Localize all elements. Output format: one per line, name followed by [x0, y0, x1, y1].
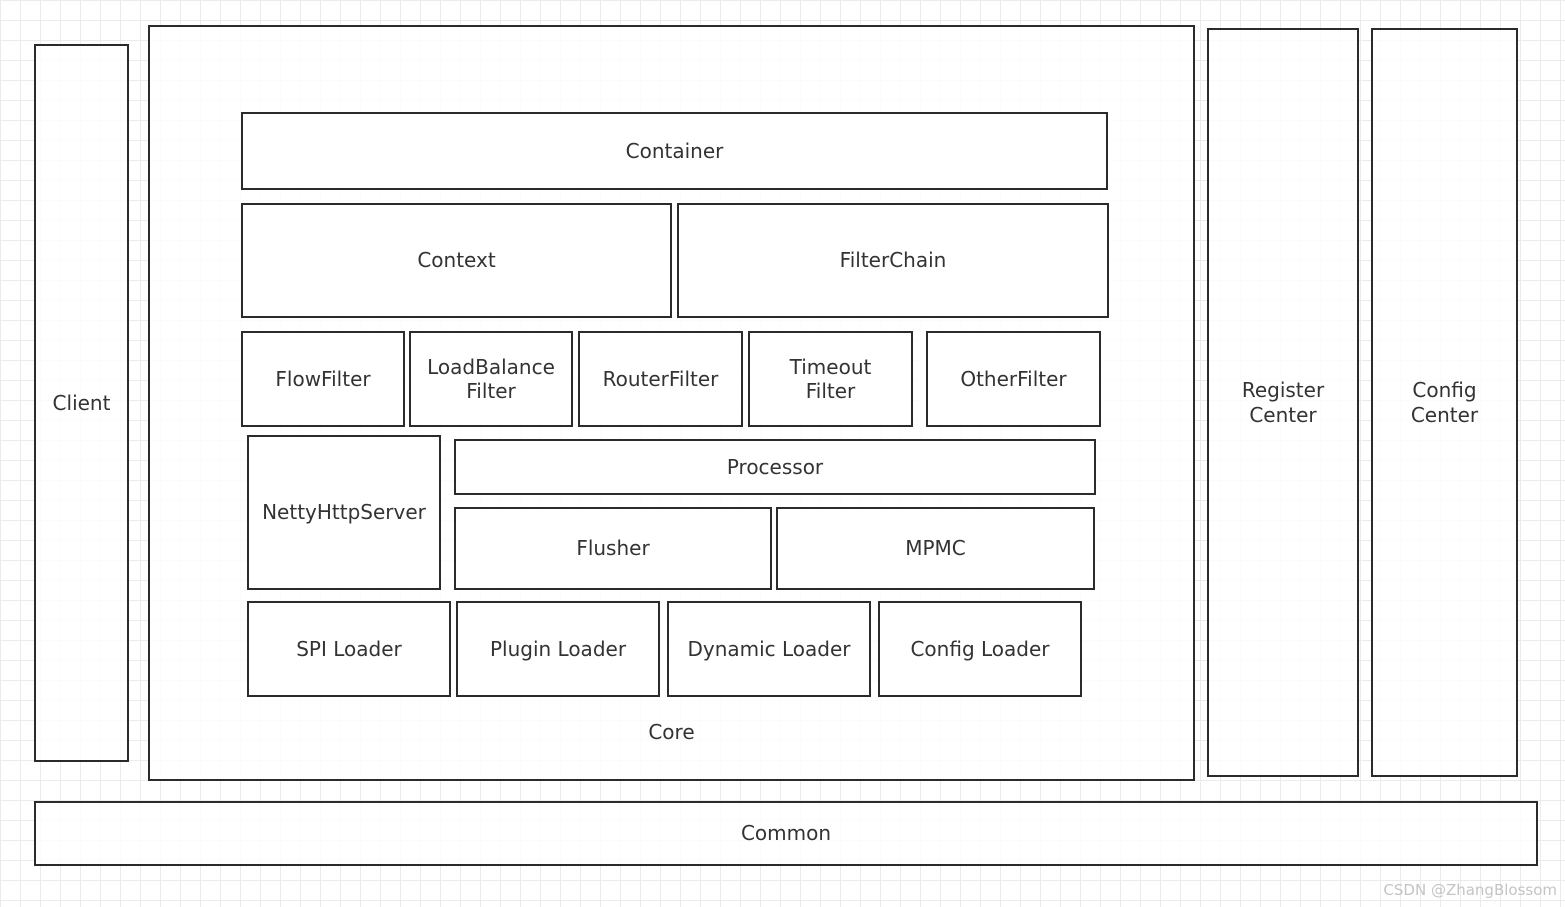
loadbalance-filter-block: LoadBalance Filter	[409, 331, 573, 427]
timeout-filter-label: Timeout Filter	[789, 354, 872, 403]
mpmc-block: MPMC	[776, 507, 1095, 590]
dynamic-loader-block: Dynamic Loader	[667, 601, 871, 697]
filterchain-label: FilterChain	[839, 248, 947, 273]
common-label: Common	[740, 821, 832, 846]
core-label: Core	[648, 720, 695, 744]
loadbalance-filter-label: LoadBalance Filter	[427, 354, 555, 403]
config-loader-label: Config Loader	[910, 636, 1050, 661]
flow-filter-label: FlowFilter	[275, 366, 371, 391]
container-block: Container	[241, 112, 1108, 190]
mpmc-label: MPMC	[905, 536, 966, 561]
plugin-loader-label: Plugin Loader	[489, 636, 627, 661]
netty-http-server-label: NettyHttpServer	[262, 500, 426, 525]
watermark: CSDN @ZhangBlossom	[1383, 881, 1557, 899]
context-label: Context	[417, 248, 496, 273]
container-label: Container	[625, 138, 724, 163]
context-block: Context	[241, 203, 672, 318]
register-center-label: Register Center	[1241, 378, 1325, 427]
register-center-block: Register Center	[1207, 28, 1359, 777]
filterchain-block: FilterChain	[677, 203, 1109, 318]
common-block: Common	[34, 801, 1538, 866]
router-filter-label: RouterFilter	[602, 366, 719, 391]
netty-http-server-block: NettyHttpServer	[247, 435, 441, 590]
config-center-label: Config Center	[1410, 378, 1479, 427]
flow-filter-block: FlowFilter	[241, 331, 405, 427]
processor-block: Processor	[454, 439, 1096, 495]
plugin-loader-block: Plugin Loader	[456, 601, 660, 697]
spi-loader-block: SPI Loader	[247, 601, 451, 697]
client-block: Client	[34, 44, 129, 762]
other-filter-label: OtherFilter	[960, 366, 1067, 391]
config-loader-block: Config Loader	[878, 601, 1082, 697]
flusher-label: Flusher	[576, 536, 650, 561]
router-filter-block: RouterFilter	[578, 331, 743, 427]
other-filter-block: OtherFilter	[926, 331, 1101, 427]
dynamic-loader-label: Dynamic Loader	[687, 636, 851, 661]
client-label: Client	[52, 390, 111, 415]
processor-label: Processor	[726, 454, 824, 479]
config-center-block: Config Center	[1371, 28, 1518, 777]
timeout-filter-block: Timeout Filter	[748, 331, 913, 427]
flusher-block: Flusher	[454, 507, 772, 590]
spi-loader-label: SPI Loader	[296, 636, 402, 661]
